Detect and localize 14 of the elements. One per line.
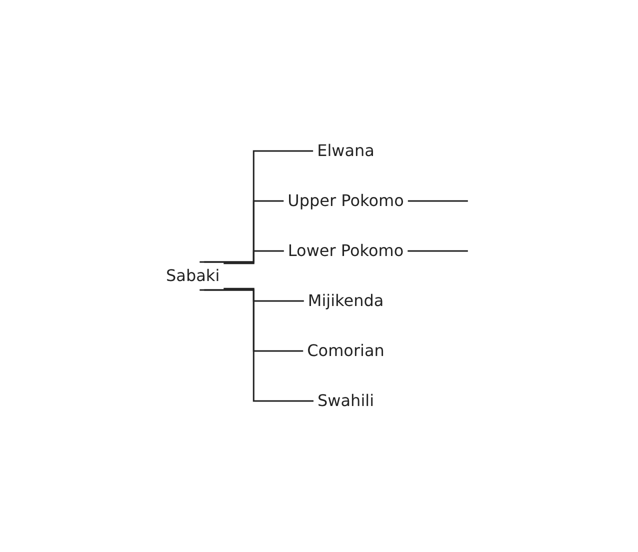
language-label: Sabaki xyxy=(166,266,220,285)
branch-line xyxy=(408,200,469,202)
branch-line xyxy=(224,288,305,302)
branch-line xyxy=(200,289,314,402)
branch-line xyxy=(204,200,284,263)
language-label: Lower Pokomo xyxy=(288,241,404,260)
language-label: Comorian xyxy=(307,341,384,360)
language-label: Upper Pokomo xyxy=(288,191,404,210)
branch-line xyxy=(224,250,285,264)
language-label: Mijikenda xyxy=(308,291,384,310)
branch-line xyxy=(200,150,314,263)
language-label: Swahili xyxy=(318,391,374,410)
branch-line xyxy=(408,250,469,252)
language-label: Elwana xyxy=(317,141,375,160)
